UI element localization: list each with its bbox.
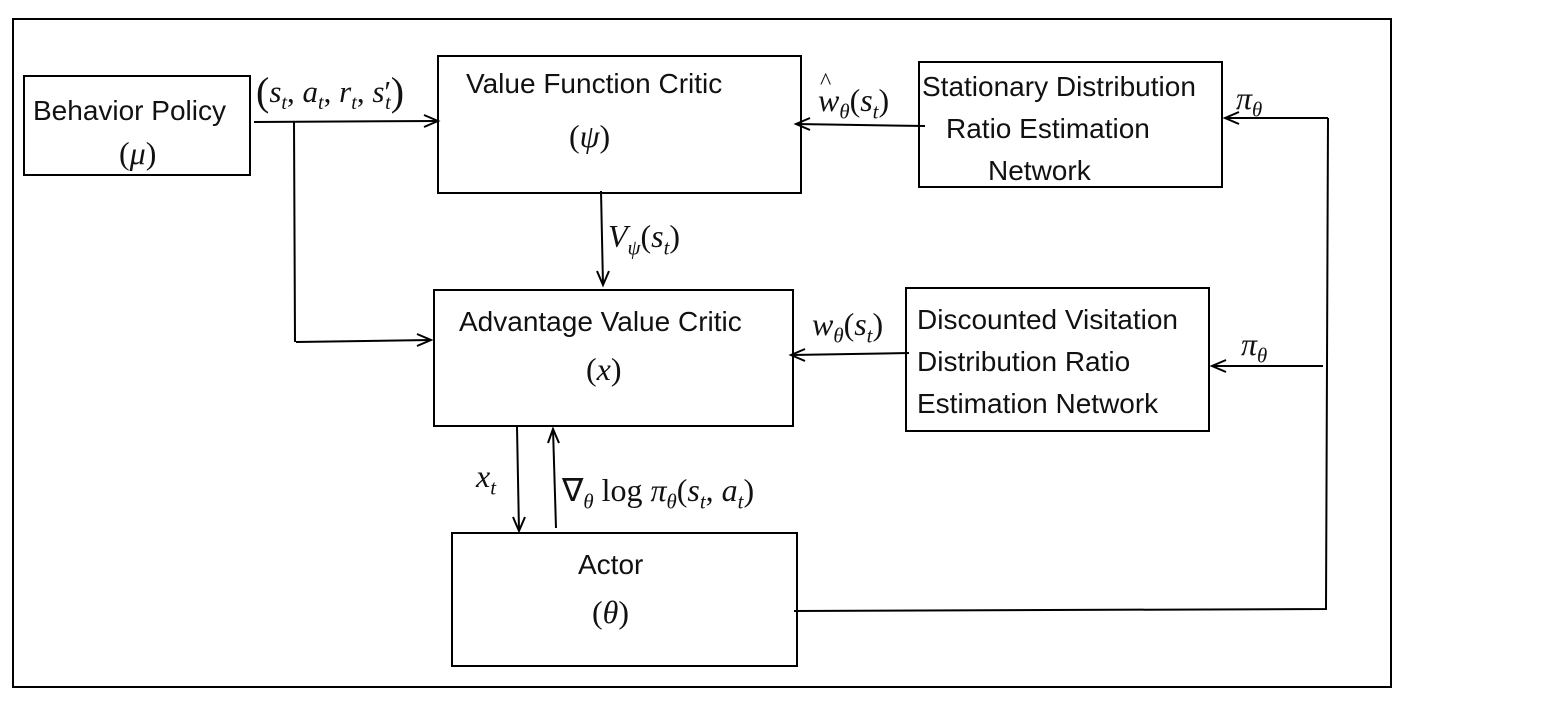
discounted-line2: Distribution Ratio [917, 346, 1131, 377]
x-t-label: xt [476, 458, 496, 500]
advantage-critic-title: Advantage Value Critic [459, 306, 742, 337]
transition-tuple-label: (st, at, rt, s′t) [256, 69, 405, 115]
arrow-behavior-to-value [253, 120, 439, 123]
x-symbol: x [596, 351, 611, 387]
discounted-line3: Estimation Network [917, 388, 1159, 419]
arrow-stationary-to-value [795, 123, 926, 127]
psi-symbol: ψ [579, 118, 600, 154]
diagram-frame [12, 18, 1392, 688]
behavior-policy-title: Behavior Policy [33, 95, 226, 126]
arrow-actor-to-advantage [552, 428, 557, 529]
discounted-visitation-box [905, 287, 1210, 432]
feedback-loop [793, 117, 1329, 612]
mu-symbol: μ [129, 135, 146, 171]
stationary-line3: Network [988, 155, 1091, 186]
pi-theta-top-label: πθ [1236, 80, 1263, 122]
pi-theta-mid-label: πθ [1241, 326, 1268, 368]
arrow-advantage-to-actor [516, 426, 520, 532]
arrow-value-to-advantage [600, 190, 604, 286]
stationary-line2: Ratio Estimation [946, 113, 1150, 144]
v-psi-label: Vψ(st) [608, 218, 681, 260]
actor-title: Actor [578, 549, 644, 580]
w-hat-label: w^θ(st) [818, 69, 890, 124]
value-critic-symbol: (ψ) [569, 118, 611, 154]
stationary-line1: Stationary Distribution [922, 71, 1196, 102]
value-function-critic-box [437, 55, 802, 194]
actor-symbol: (θ) [592, 594, 630, 630]
behavior-policy-box [23, 75, 251, 176]
branch-line [293, 121, 296, 343]
grad-log-pi-label: ∇θ log πθ(st, at) [562, 472, 755, 514]
arrow-discounted-to-advantage [790, 352, 910, 356]
arrow-branch-to-advantage [295, 339, 432, 343]
theta-symbol: θ [602, 594, 619, 630]
advantage-critic-symbol: (x) [586, 351, 622, 387]
w-theta-label: wθ(st) [812, 306, 884, 348]
actor-box [451, 532, 798, 667]
advantage-value-critic-box [433, 289, 794, 427]
discounted-line1: Discounted Visitation [917, 304, 1178, 335]
behavior-policy-symbol: (μ) [119, 135, 157, 171]
stationary-distribution-box [918, 61, 1223, 188]
value-critic-title: Value Function Critic [466, 68, 723, 99]
